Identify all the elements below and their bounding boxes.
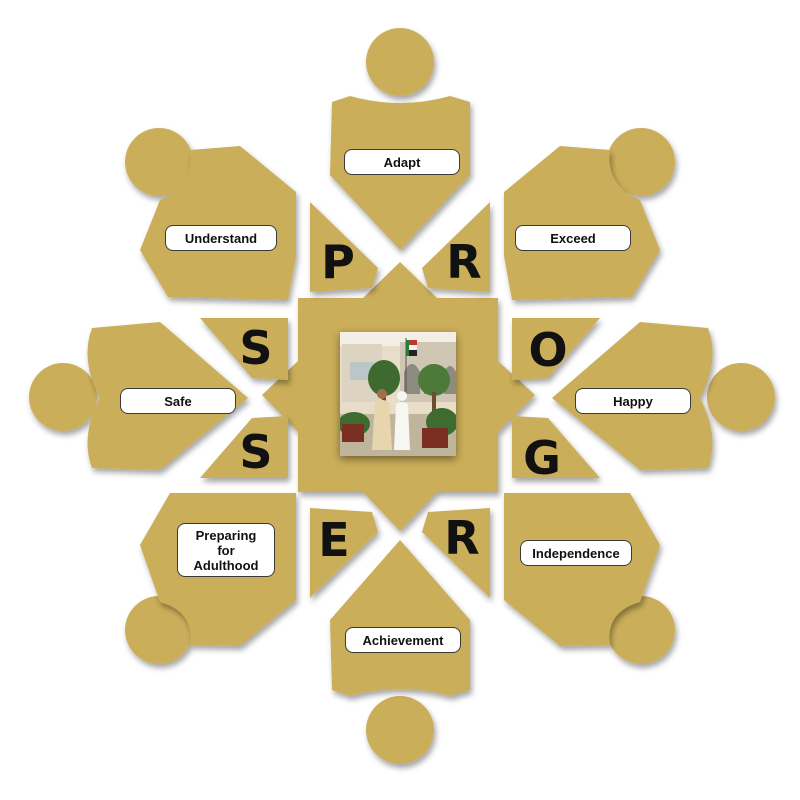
letter-r-bottom: R [444, 511, 479, 565]
body-bottom-right [504, 493, 660, 646]
body-top-right [504, 146, 660, 300]
letter-tile-r-bottom [422, 508, 490, 598]
head-top-left [125, 128, 193, 196]
letter-tile-s-top [200, 318, 288, 380]
school-photo-icon [340, 332, 456, 456]
letter-g: G [523, 431, 561, 485]
letter-s-top: S [239, 321, 272, 375]
label-happy: Happy [575, 388, 691, 414]
label-exceed: Exceed [515, 225, 631, 251]
label-achievement: Achievement [345, 627, 461, 653]
label-safe: Safe [120, 388, 236, 414]
head-top-right [607, 128, 675, 196]
center-photo [340, 332, 456, 456]
letter-tile-p [310, 202, 378, 292]
letter-tile-g [512, 416, 600, 478]
letter-tile-e [310, 508, 378, 598]
head-top [366, 28, 434, 96]
label-understand: Understand [165, 225, 277, 251]
letter-tile-r-top [422, 202, 490, 292]
letter-e: E [318, 513, 349, 567]
letter-tile-o [512, 318, 600, 380]
letter-r-top: R [446, 235, 481, 289]
body-bottom [330, 540, 470, 696]
label-independence: Independence [520, 540, 632, 566]
head-bottom-left [125, 596, 193, 664]
head-bottom [366, 696, 434, 764]
letter-s-bottom: S [239, 425, 272, 479]
head-left [29, 363, 97, 431]
letter-tile-s-bottom [200, 416, 288, 478]
head-bottom-right [607, 596, 675, 664]
label-adapt: Adapt [344, 149, 460, 175]
body-top-left [140, 146, 296, 300]
letter-o: O [528, 323, 567, 377]
head-right [707, 363, 775, 431]
letter-p: P [321, 235, 355, 289]
label-preparing-for-adulthood: Preparing for Adulthood [177, 523, 275, 577]
